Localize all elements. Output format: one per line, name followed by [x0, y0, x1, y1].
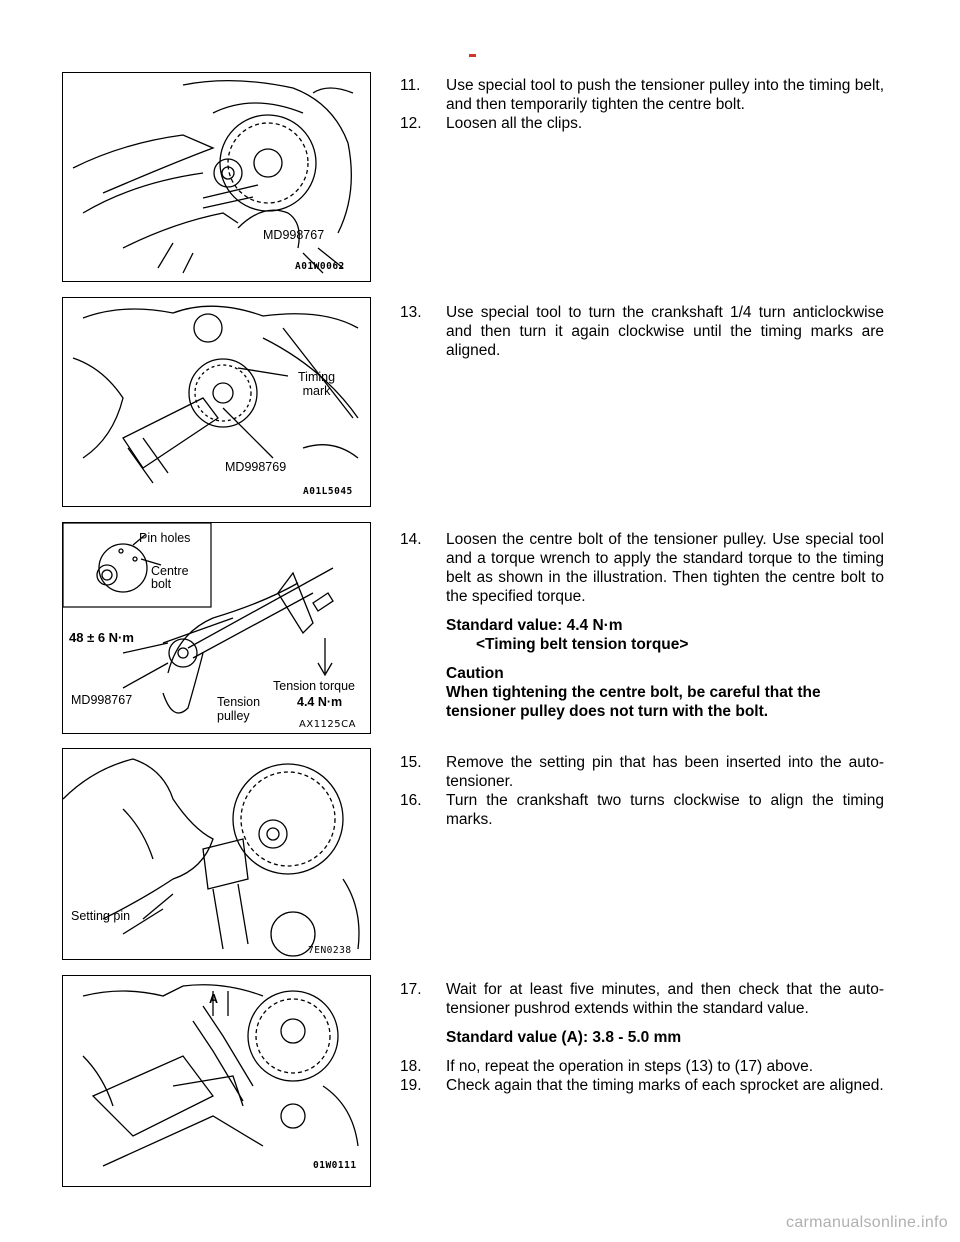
step-14-block: 14. Loosen the centre bolt of the tensio… [400, 530, 884, 721]
centre-bolt-label: Centre bolt [151, 564, 189, 591]
watermark: carmanualsonline.info [786, 1214, 948, 1231]
caution-text: When tightening the centre bolt, be care… [446, 684, 821, 720]
figure-code: 01W0111 [313, 1160, 357, 1171]
tool-label-md998767: MD998767 [263, 228, 325, 242]
steps-17-19: 17. Wait for at least five minutes, and … [400, 980, 884, 1095]
figure-code: A01W0062 [295, 261, 345, 272]
tension-torque-illustration [63, 523, 334, 714]
step-13-block: 13. Use special tool to turn the cranksh… [400, 303, 884, 360]
tension-torque-value: 4.4 N·m [297, 695, 343, 709]
steps-11-12: 11. Use special tool to push the tension… [400, 76, 884, 133]
step-17: 17. Wait for at least five minutes, and … [400, 981, 884, 1017]
step-11: 11. Use special tool to push the tension… [400, 77, 884, 113]
setting-pin-illustration [63, 758, 360, 957]
figure-setting-pin: Setting pin 7EN0238 [62, 748, 371, 960]
steps-15-16: 15. Remove the setting pin that has been… [400, 753, 884, 829]
step-13: 13. Use special tool to turn the cranksh… [400, 304, 884, 359]
step-19: 19. Check again that the timing marks of… [400, 1077, 884, 1094]
figure-tensioner-push: MD998767 A01W0062 [62, 72, 371, 282]
tension-pulley-label: Tension pulley [217, 695, 261, 723]
figure-crankshaft-turn: Timing mark MD998769 A01L5045 [62, 297, 371, 507]
caution-title: Caution [446, 665, 504, 682]
figure-code: A01L5045 [303, 486, 353, 497]
standard-value-note-14: <Timing belt tension torque> [476, 636, 689, 653]
pushrod-illustration [82, 984, 359, 1167]
step-15: 15. Remove the setting pin that has been… [400, 754, 884, 790]
step-12: 12. Loosen all the clips. [400, 115, 583, 132]
tension-torque-label: Tension torque [273, 679, 356, 693]
tool-label-md998769: MD998769 [225, 460, 287, 474]
centre-bolt-torque-label: 48 ± 6 N·m [69, 630, 134, 645]
figure-code: AX1125CA [299, 719, 356, 730]
standard-value-14: Standard value: 4.4 N·m [446, 617, 623, 634]
figure-tension-torque: Pin holes Centre bolt 48 ± 6 N·m MD99876… [62, 522, 371, 734]
pin-holes-label: Pin holes [139, 531, 191, 545]
step-16: 16. Turn the crankshaft two turns clockw… [400, 792, 884, 828]
tensioner-push-illustration [72, 80, 354, 274]
dimension-a-label: A [209, 992, 219, 1006]
crankshaft-illustration [72, 305, 359, 484]
tool-label-md998767: MD998767 [71, 693, 133, 707]
setting-pin-label: Setting pin [71, 909, 131, 923]
step-18: 18. If no, repeat the operation in steps… [400, 1058, 814, 1075]
standard-value-17: Standard value (A): 3.8 - 5.0 mm [446, 1029, 682, 1046]
step-14: 14. Loosen the centre bolt of the tensio… [400, 531, 884, 605]
timing-mark-label: Timing mark [298, 370, 336, 398]
figure-pushrod-check: A 01W0111 [62, 975, 371, 1187]
figure-code: 7EN0238 [308, 945, 352, 956]
header-mark [469, 54, 476, 57]
